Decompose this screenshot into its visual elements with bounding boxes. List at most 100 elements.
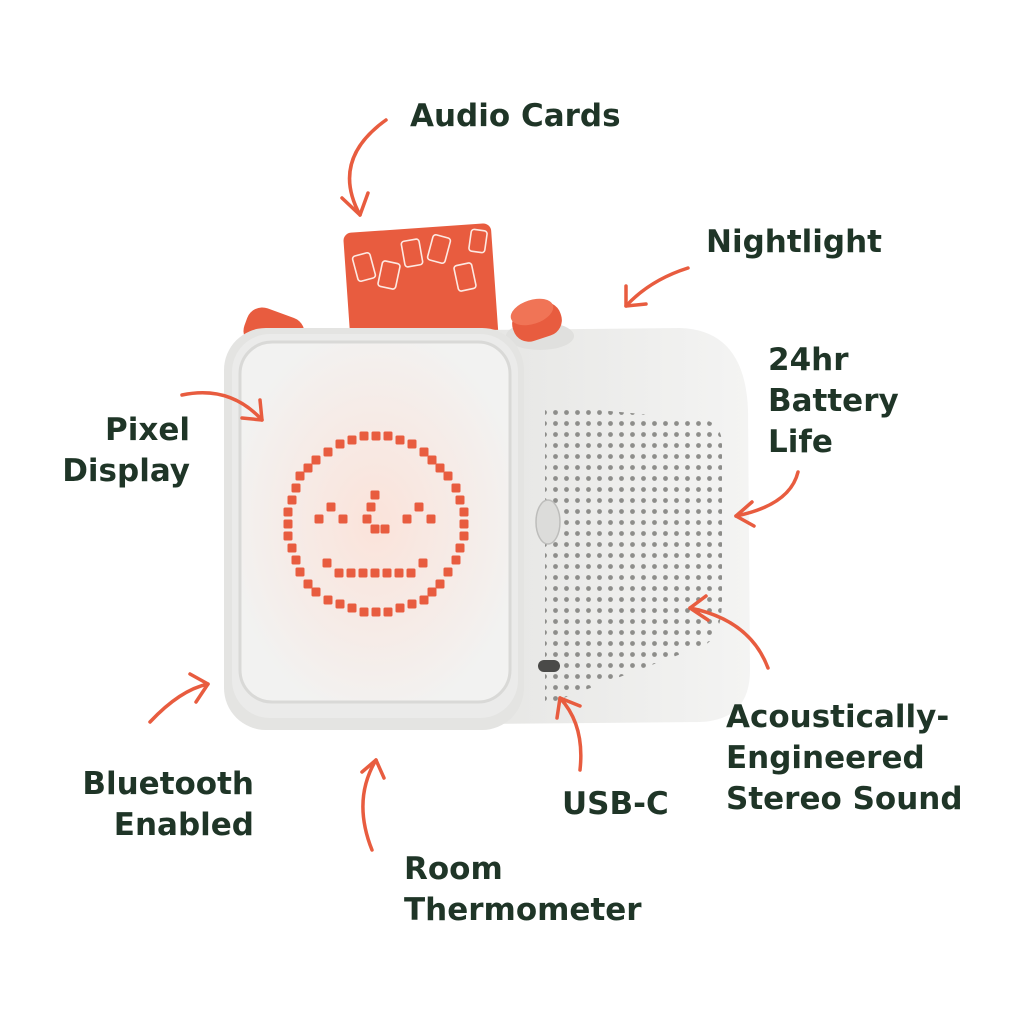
arrow-pixel-display — [180, 391, 264, 422]
face-pixel — [335, 599, 345, 609]
label-thermometer: Room Thermometer — [404, 849, 642, 931]
face-pixel — [459, 519, 469, 529]
face-pixel — [311, 455, 321, 465]
label-pixel-display-line-2: Display — [62, 453, 190, 489]
face-pixel — [323, 447, 333, 457]
face-pixel — [326, 502, 336, 512]
face-pixel — [359, 431, 369, 441]
face-pixel — [283, 507, 293, 517]
face-pixel — [402, 514, 412, 524]
label-bluetooth: Bluetooth Enabled — [60, 764, 254, 846]
arrow-battery — [734, 470, 800, 528]
label-battery-line-1: 24hr — [768, 342, 849, 378]
usb-c-port — [538, 660, 560, 672]
face-pixel — [291, 483, 301, 493]
pixel-display-screen — [238, 340, 512, 704]
face-pixel — [418, 558, 428, 568]
pixel-smiley-face — [283, 431, 469, 617]
face-pixel — [455, 495, 465, 505]
face-pixel — [435, 579, 445, 589]
label-usb-c-line: USB-C — [562, 786, 669, 822]
arrow-nightlight — [624, 266, 690, 308]
face-pixel — [419, 595, 429, 605]
face-pixel — [427, 455, 437, 465]
face-pixel — [383, 431, 393, 441]
side-button — [535, 499, 561, 545]
face-pixel — [347, 603, 357, 613]
label-bluetooth-line-1: Bluetooth — [82, 766, 254, 802]
label-thermometer-line-2: Thermometer — [404, 892, 642, 928]
face-pixel — [322, 558, 332, 568]
face-pixel — [443, 471, 453, 481]
label-nightlight: Nightlight — [706, 222, 882, 263]
face-pixel — [394, 568, 404, 578]
face-pixel — [335, 439, 345, 449]
face-pixel — [451, 555, 461, 565]
face-pixel — [382, 568, 392, 578]
face-pixel — [334, 568, 344, 578]
face-pixel — [370, 568, 380, 578]
arrow-thermometer — [360, 758, 386, 852]
face-pixel — [291, 555, 301, 565]
arrow-acoustic — [688, 594, 770, 670]
face-pixel — [303, 579, 313, 589]
face-pixel — [435, 463, 445, 473]
label-thermometer-line-1: Room — [404, 851, 503, 887]
face-pixel — [347, 435, 357, 445]
face-pixel — [414, 502, 424, 512]
face-pixel — [338, 514, 348, 524]
label-bluetooth-line-2: Enabled — [113, 807, 254, 843]
face-pixel — [323, 595, 333, 605]
face-pixel — [383, 607, 393, 617]
face-pixel — [295, 471, 305, 481]
face-pixel — [346, 568, 356, 578]
face-pixel — [406, 568, 416, 578]
face-pixel — [427, 587, 437, 597]
face-pixel — [358, 568, 368, 578]
face-pixel — [371, 431, 381, 441]
face-pixel — [295, 567, 305, 577]
label-battery-line-2: Battery — [768, 383, 899, 419]
label-usb-c: USB-C — [562, 784, 669, 825]
face-pixel — [451, 483, 461, 493]
face-pixel — [459, 507, 469, 517]
face-pixel — [455, 543, 465, 553]
face-pixel — [366, 502, 376, 512]
face-pixel — [287, 495, 297, 505]
label-battery: 24hr Battery Life — [768, 340, 899, 463]
label-battery-line-3: Life — [768, 424, 833, 460]
nightlight-knob — [506, 298, 574, 350]
label-acoustic-line-1: Acoustically- — [726, 699, 950, 735]
label-audio-cards-line: Audio Cards — [410, 98, 621, 134]
face-pixel — [443, 567, 453, 577]
face-pixel — [370, 524, 380, 534]
face-pixel — [371, 607, 381, 617]
face-pixel — [311, 587, 321, 597]
face-pixel — [407, 439, 417, 449]
face-pixel — [395, 435, 405, 445]
face-pixel — [283, 531, 293, 541]
face-pixel — [459, 531, 469, 541]
label-acoustic-line-2: Engineered — [726, 740, 925, 776]
arrow-bluetooth — [148, 672, 210, 724]
face-pixel — [303, 463, 313, 473]
face-pixel — [419, 447, 429, 457]
face-pixel — [314, 514, 324, 524]
label-pixel-display-line-1: Pixel — [105, 412, 190, 448]
face-pixel — [362, 514, 372, 524]
label-acoustic-line-3: Stereo Sound — [726, 781, 963, 817]
arrow-audio-cards — [340, 118, 388, 217]
label-nightlight-line: Nightlight — [706, 224, 882, 260]
label-audio-cards: Audio Cards — [410, 96, 621, 137]
arrow-usb-c — [555, 696, 583, 772]
audio-card — [343, 223, 499, 353]
label-pixel-display: Pixel Display — [40, 410, 190, 492]
face-pixel — [407, 599, 417, 609]
face-pixel — [380, 524, 390, 534]
face-pixel — [359, 607, 369, 617]
face-pixel — [426, 514, 436, 524]
face-pixel — [395, 603, 405, 613]
label-acoustic: Acoustically- Engineered Stereo Sound — [726, 697, 963, 820]
